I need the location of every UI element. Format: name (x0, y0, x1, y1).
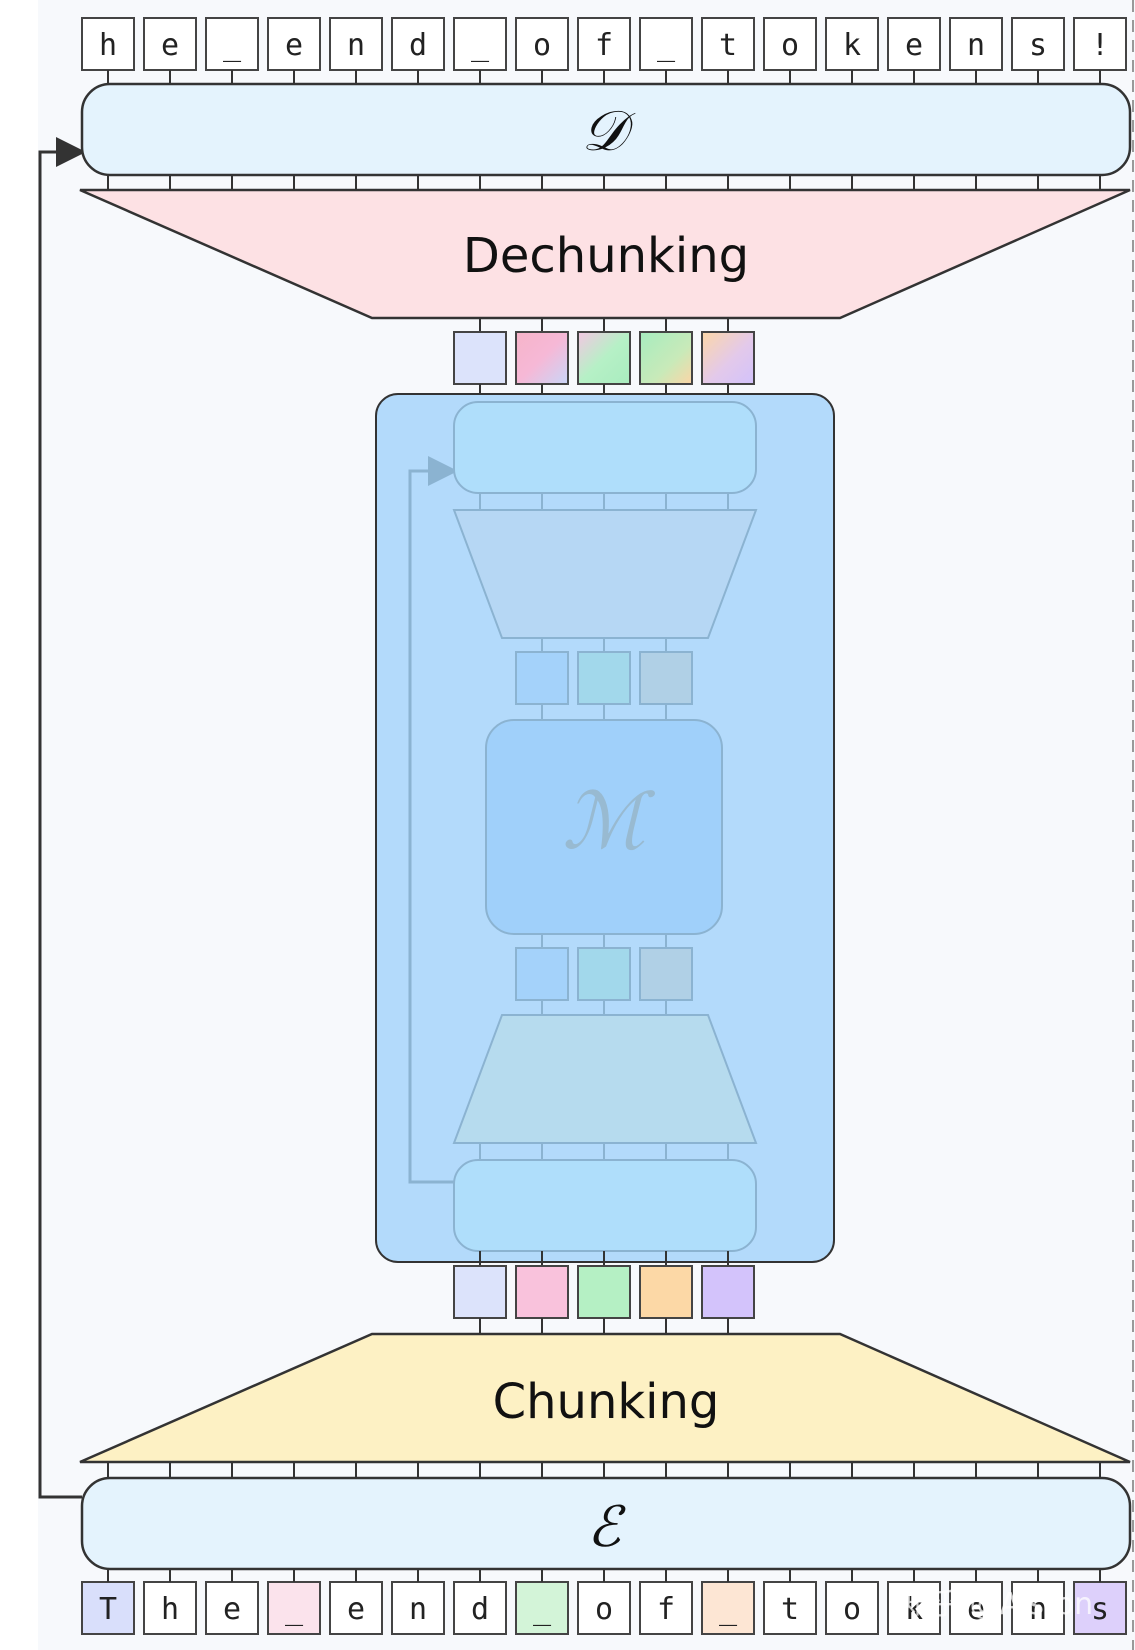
output-token: e (285, 28, 303, 63)
output-token: s (1029, 28, 1047, 63)
inner-chunk-box (515, 947, 569, 1001)
encoder-block (80, 1476, 1132, 1571)
dechunking-block (79, 188, 1131, 320)
inner-chunk-box (515, 651, 569, 705)
output-token-box (639, 17, 693, 71)
input-token-box (515, 1581, 569, 1635)
input-token: k (905, 1592, 923, 1627)
inner-chunking-block (452, 1014, 758, 1144)
inner-decoder-block (453, 401, 757, 494)
input-token: h (161, 1592, 179, 1627)
input-token-box (825, 1581, 879, 1635)
output-token: k (843, 28, 861, 63)
input-token-box (453, 1581, 507, 1635)
output-token-box (205, 17, 259, 71)
output-token-box (329, 17, 383, 71)
output-token: _ (471, 28, 490, 63)
input-token: f (657, 1592, 675, 1627)
inner-chunk-box (577, 651, 631, 705)
output-token-box (453, 17, 507, 71)
output-token: o (533, 28, 551, 63)
inner-dechunking-block (452, 509, 758, 639)
outer-skip-connection (38, 137, 86, 1499)
input-token-box (1073, 1581, 1127, 1635)
output-token: e (161, 28, 179, 63)
output-token-box (701, 17, 755, 71)
output-token: d (409, 28, 427, 63)
output-token: n (347, 28, 365, 63)
dechunk-token-box (639, 331, 693, 385)
input-token-box (329, 1581, 383, 1635)
input-token: s (1091, 1592, 1109, 1627)
input-token: T (99, 1592, 117, 1627)
input-token-box (143, 1581, 197, 1635)
dechunk-token-box (453, 331, 507, 385)
output-token: n (967, 28, 985, 63)
chunk-token-box (639, 1265, 693, 1319)
output-token: h (99, 28, 117, 63)
input-token-box (639, 1581, 693, 1635)
output-token: t (719, 28, 737, 63)
inner-chunk-box (639, 651, 693, 705)
inner-chunk-box (639, 947, 693, 1001)
chunked-token-row (453, 1251, 755, 1334)
input-token: _ (285, 1592, 304, 1627)
input-token: t (781, 1592, 799, 1627)
output-token: _ (657, 28, 676, 63)
input-token-box (949, 1581, 1003, 1635)
inner-connectors (479, 493, 729, 1160)
encoder-symbol: ℰ (587, 1495, 626, 1560)
dechunked-token-row (453, 318, 755, 402)
output-token-row: h e _ e n d _ o f _ t o k e n s! (81, 17, 1127, 71)
input-token: n (1029, 1592, 1047, 1627)
input-token: _ (719, 1592, 738, 1627)
chunk-token-box (515, 1265, 569, 1319)
output-token: _ (223, 28, 242, 63)
dechunk-token-box (701, 331, 755, 385)
input-token: e (967, 1592, 985, 1627)
input-token: o (843, 1592, 861, 1627)
inner-hierarchy: ℳ (408, 401, 758, 1252)
inner-chunk-row-top (515, 638, 693, 720)
dechunk-token-box (577, 331, 631, 385)
input-token: d (471, 1592, 489, 1627)
chunking-label: Chunking (493, 1374, 720, 1430)
output-token-box (1011, 17, 1065, 71)
chunk-token-box (701, 1265, 755, 1319)
input-token-box (763, 1581, 817, 1635)
inner-skip-connection (408, 456, 458, 1184)
input-token: _ (533, 1592, 552, 1627)
inner-chunk-row-bottom (515, 934, 693, 1015)
output-token-box (577, 17, 631, 71)
watermark: 知乎 @Alston (900, 1587, 1093, 1622)
output-token: e (905, 28, 923, 63)
output-token-box (949, 17, 1003, 71)
chunking-block (79, 1332, 1131, 1464)
output-token: f (595, 28, 613, 63)
dechunking-label: Dechunking (463, 228, 749, 284)
inner-chunk-box (577, 947, 631, 1001)
input-token: e (347, 1592, 365, 1627)
inner-encoder-block (453, 1159, 757, 1252)
input-token-box (81, 1581, 135, 1635)
input-token: o (595, 1592, 613, 1627)
input-token: n (409, 1592, 427, 1627)
input-token-box (391, 1581, 445, 1635)
dechunk-token-box (515, 331, 569, 385)
output-token-box (1073, 17, 1127, 71)
chunk-token-box (453, 1265, 507, 1319)
input-token: e (223, 1592, 241, 1627)
connectors (107, 70, 1101, 1582)
output-token: o (781, 28, 799, 63)
chunk-token-box (577, 1265, 631, 1319)
output-token: ! (1091, 28, 1109, 63)
main-symbol: ℳ (562, 777, 656, 867)
decoder-block (80, 82, 1132, 177)
output-token-box (825, 17, 879, 71)
